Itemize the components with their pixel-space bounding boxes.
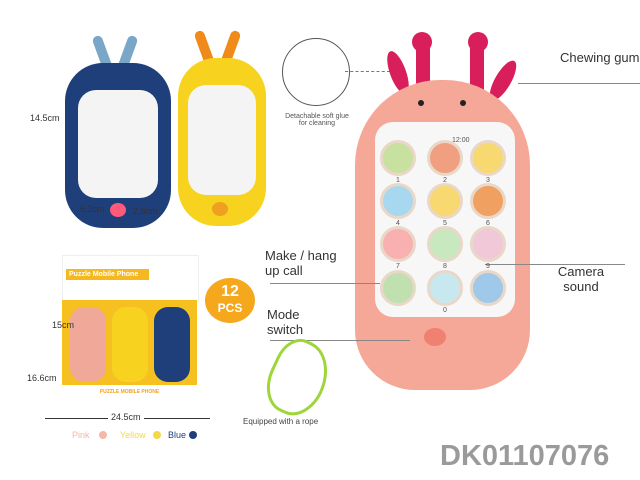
dim-height-small: 14.5cm: [30, 113, 60, 123]
camera-label: Camera sound: [557, 264, 605, 294]
dim-box-height: 16.6cm: [27, 373, 57, 383]
color-blue: Blue: [168, 430, 187, 440]
keypad-button[interactable]: [427, 226, 463, 262]
dim-box-width: 24.5cm: [108, 412, 144, 422]
status-time: 12:00: [452, 137, 470, 144]
box-title: Puzzle Mobile Phone: [66, 269, 149, 280]
product-code: DK01107076: [440, 440, 610, 472]
keypad-number: 4: [396, 220, 400, 227]
detachable-caption: Detachable soft glue for cleaning: [285, 113, 349, 127]
keypad-number: 8: [443, 263, 447, 270]
dim-width-small: 6.2cm: [80, 204, 105, 214]
keypad-number: 3: [486, 177, 490, 184]
display-box-image: Puzzle Mobile Phone PUZZLE MOBILE PHONE: [62, 255, 199, 400]
call-label: Make / hang up call: [265, 248, 337, 278]
pink-swatch: [99, 431, 107, 439]
keypad-button[interactable]: [427, 140, 463, 176]
keypad-button[interactable]: [427, 183, 463, 219]
keypad-number: 5: [443, 220, 447, 227]
keypad-button[interactable]: [380, 226, 416, 262]
detachable-illustration: [282, 38, 350, 106]
rope-image: [256, 331, 340, 425]
keypad-number: 0: [443, 307, 447, 314]
keypad-number: 6: [486, 220, 490, 227]
keypad-button[interactable]: [380, 140, 416, 176]
dim-depth-small: 2.6cm: [133, 206, 158, 216]
yellow-phone-image: [170, 29, 270, 230]
blue-swatch: [189, 431, 197, 439]
blue-phone-image: [60, 34, 180, 230]
mode-switch-heart: [424, 328, 446, 346]
chewing-gum-label: Chewing gum: [560, 50, 640, 65]
keypad-button[interactable]: [470, 140, 506, 176]
pcs-badge: 12 PCS: [205, 278, 255, 323]
keypad-button[interactable]: [380, 270, 416, 306]
box-front-title: PUZZLE MOBILE PHONE: [62, 385, 197, 400]
keypad-number: 2: [443, 177, 447, 184]
dim-box-front: 15cm: [52, 320, 75, 330]
keypad-button[interactable]: [470, 270, 506, 306]
mode-switch-label: Mode switch: [267, 307, 304, 337]
keypad-button[interactable]: [470, 183, 506, 219]
rope-label: Equipped with a rope: [243, 417, 319, 426]
color-yellow: Yellow: [120, 430, 146, 440]
keypad-button[interactable]: [427, 270, 463, 306]
keypad-number: 7: [396, 263, 400, 270]
yellow-swatch: [153, 431, 161, 439]
keypad-number: 9: [486, 263, 490, 270]
keypad-button[interactable]: [380, 183, 416, 219]
keypad-number: 1: [396, 177, 400, 184]
color-pink: Pink: [72, 430, 90, 440]
keypad-button[interactable]: [470, 226, 506, 262]
